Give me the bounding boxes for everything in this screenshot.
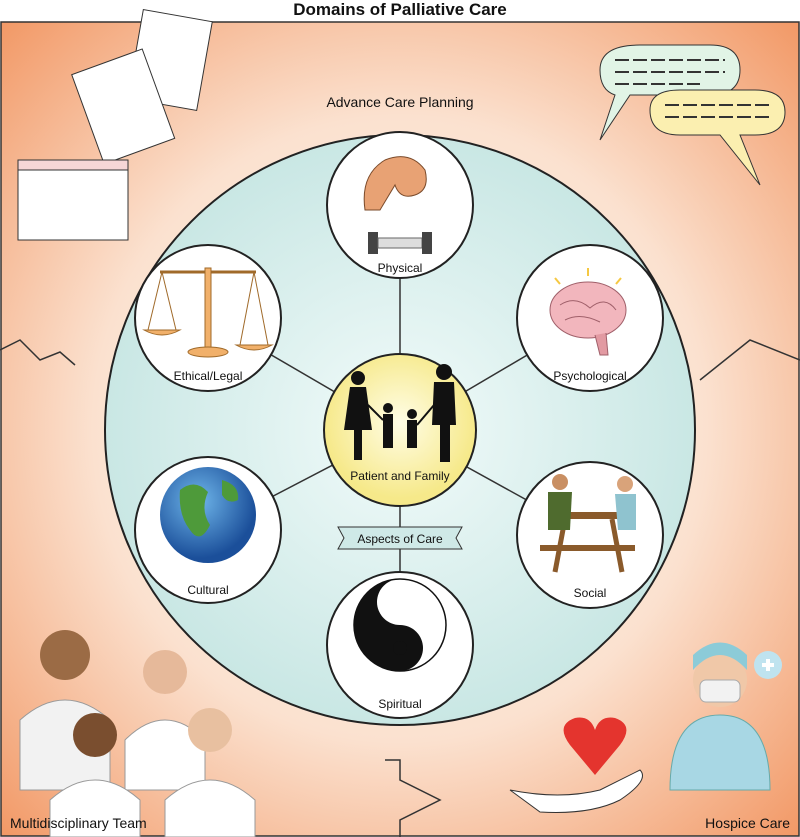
diagram-title: Domains of Palliative Care xyxy=(293,0,507,19)
calendar-icon xyxy=(17,159,129,241)
domain-label: Physical xyxy=(378,261,423,275)
flexed-arm-dumbbell-icon xyxy=(363,156,432,254)
bottom-arrow-shape xyxy=(385,759,442,837)
domain-label: Psychological xyxy=(553,369,626,383)
speech-bubbles-icon xyxy=(599,44,786,186)
brain-icon xyxy=(549,268,627,356)
domain-cultural: Cultural xyxy=(134,456,282,604)
family-silhouette-icon xyxy=(344,364,456,462)
healthcare-team-icon xyxy=(19,630,256,837)
domain-label: Ethical/Legal xyxy=(174,369,243,383)
aspects-of-care-banner: Aspects of Care xyxy=(337,526,463,550)
outer-label: Advance Care Planning xyxy=(326,94,473,110)
hospice-label: Hospice Care xyxy=(705,815,790,831)
banner-label: Aspects of Care xyxy=(357,532,443,546)
scales-of-justice-icon xyxy=(142,267,274,358)
center-label: Patient and Family xyxy=(350,469,449,483)
domain-label: Cultural xyxy=(187,583,228,597)
globe-icon xyxy=(160,467,256,563)
hospice-nurse-icon xyxy=(669,642,782,791)
yin-yang-icon xyxy=(353,578,447,672)
checklist-documents-icon xyxy=(17,9,213,241)
center-patient-family: Patient and Family xyxy=(323,353,477,507)
team-label: Multidisciplinary Team xyxy=(10,815,147,831)
domain-label: Social xyxy=(574,586,607,600)
people-at-picnic-table-icon xyxy=(540,474,636,573)
domain-physical: Physical xyxy=(326,131,474,279)
domain-social: Social xyxy=(516,461,664,609)
right-arrow-shape xyxy=(699,339,800,381)
domain-ethical-legal: Ethical/Legal xyxy=(134,244,282,392)
heart-in-hand-icon xyxy=(509,717,643,813)
domain-spiritual: Spiritual xyxy=(326,571,474,719)
left-arrow-shape xyxy=(0,339,76,366)
domain-psychological: Psychological xyxy=(516,244,664,392)
domain-label: Spiritual xyxy=(378,697,421,711)
